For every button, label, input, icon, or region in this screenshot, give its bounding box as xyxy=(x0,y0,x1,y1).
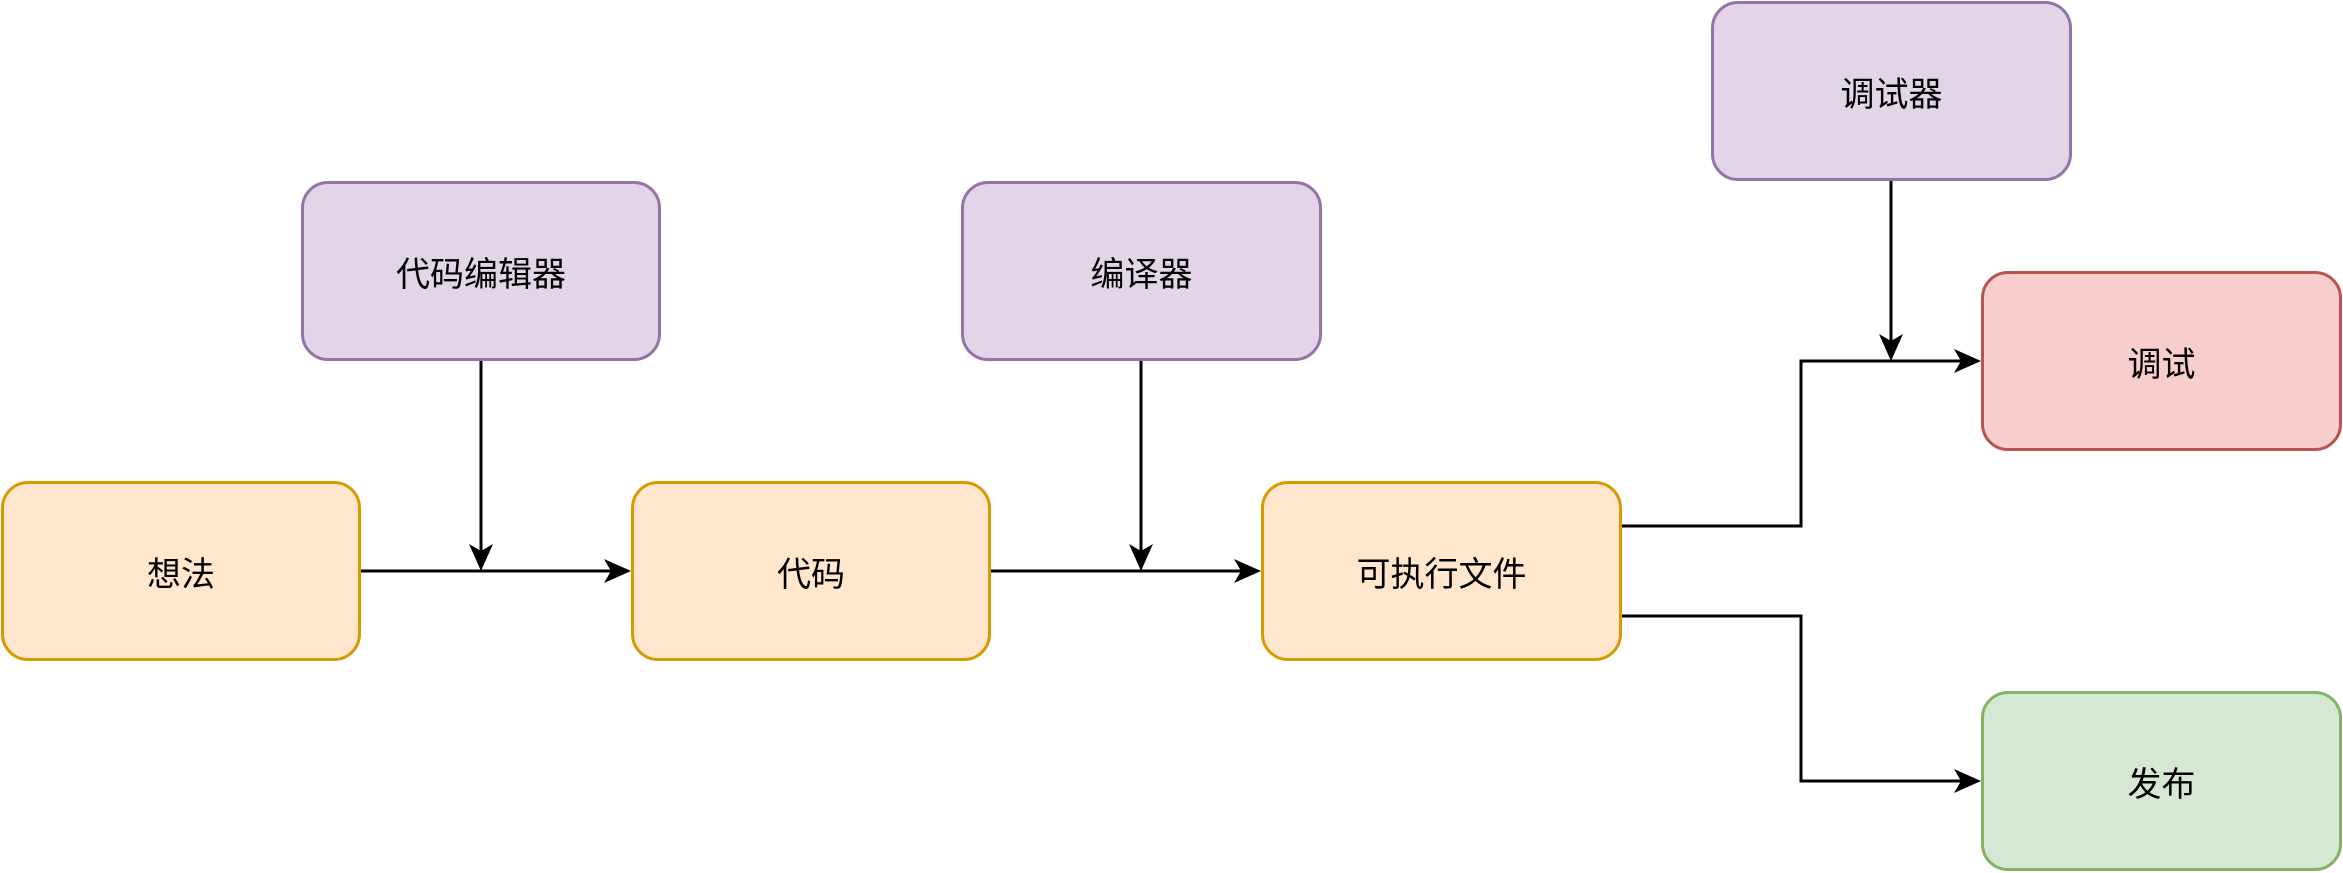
node-debug-label: 调试 xyxy=(2127,344,2196,385)
arrowhead-compiler-down xyxy=(1129,544,1153,571)
node-release[interactable]: 发布 xyxy=(1981,691,2342,871)
node-release-label: 发布 xyxy=(2127,764,2196,805)
arrowhead-code xyxy=(604,559,631,583)
arrowhead-debugger-down xyxy=(1879,334,1903,361)
edge-executable-to-release xyxy=(1622,614,1976,783)
node-debugger-label: 调试器 xyxy=(1840,74,1943,115)
node-compiler-label: 编译器 xyxy=(1090,254,1193,295)
node-code-editor-label: 代码编辑器 xyxy=(396,254,566,295)
node-debugger[interactable]: 调试器 xyxy=(1711,1,2072,181)
edge-executable-to-debug xyxy=(1622,359,1976,528)
node-code-label: 代码 xyxy=(777,554,845,595)
node-executable-label: 可执行文件 xyxy=(1356,554,1527,595)
arrowhead-code-editor-down xyxy=(469,544,493,571)
node-debug[interactable]: 调试 xyxy=(1981,271,2342,451)
node-code-editor[interactable]: 代码编辑器 xyxy=(301,181,661,361)
node-idea[interactable]: 想法 xyxy=(1,481,361,661)
arrowhead-executable xyxy=(1234,559,1261,583)
arrowhead-release xyxy=(1954,769,1981,793)
node-executable[interactable]: 可执行文件 xyxy=(1261,481,1622,661)
node-code[interactable]: 代码 xyxy=(631,481,991,661)
node-idea-label: 想法 xyxy=(147,554,215,595)
arrowhead-debug xyxy=(1954,349,1981,373)
node-compiler[interactable]: 编译器 xyxy=(961,181,1322,361)
